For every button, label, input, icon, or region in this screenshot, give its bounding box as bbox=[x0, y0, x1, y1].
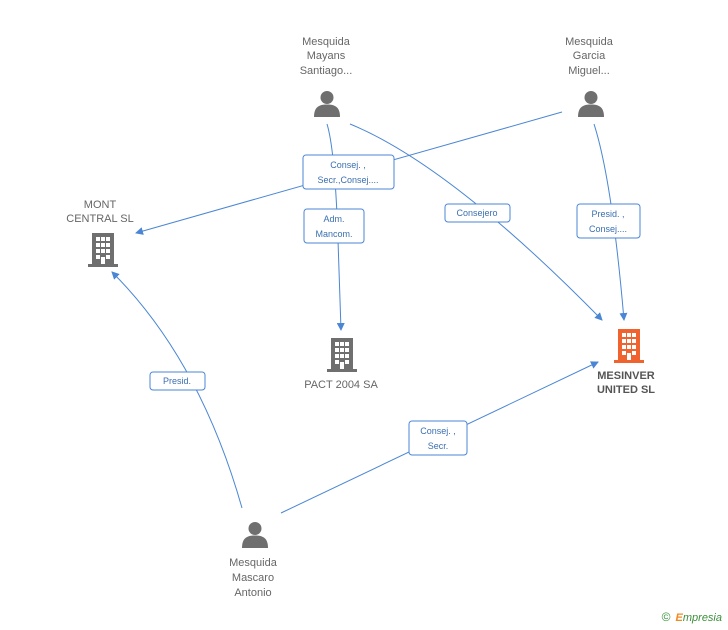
edge-label-e4[interactable]: Presid. , Consej.... bbox=[576, 203, 641, 239]
edge-label-e6-line1: Consej. , bbox=[420, 426, 456, 436]
edge-label-e3-line1: Consejero bbox=[456, 208, 497, 218]
edge-label-e1[interactable]: Consej. , Secr.,Consej.... bbox=[302, 154, 395, 190]
node-garcia-label-2: Garcia bbox=[573, 50, 606, 62]
node-mont[interactable]: MONT CENTRAL SL bbox=[66, 199, 134, 267]
node-mascaro[interactable]: Mesquida Mascaro Antonio bbox=[229, 522, 278, 599]
brand-name: mpresia bbox=[682, 612, 722, 624]
edge-label-e3[interactable]: Consejero bbox=[444, 203, 511, 223]
node-mesinver[interactable]: MESINVER UNITED SL bbox=[597, 329, 655, 396]
edge-label-e1-line1: Consej. , bbox=[330, 160, 366, 170]
node-mayans-label-2: Mayans bbox=[307, 50, 346, 62]
building-icon bbox=[614, 329, 644, 363]
edge-label-e4-line1: Presid. , bbox=[591, 209, 624, 219]
edge-label-e5-line1: Presid. bbox=[163, 376, 191, 386]
node-mayans-label-1: Mesquida bbox=[302, 36, 351, 48]
edge-label-e6-line2: Secr. bbox=[428, 441, 449, 451]
node-pact[interactable]: PACT 2004 SA bbox=[304, 338, 378, 391]
person-icon bbox=[242, 522, 268, 548]
brand-initial: E bbox=[675, 612, 683, 624]
person-icon bbox=[578, 91, 604, 117]
node-mayans-label-3: Santiago... bbox=[300, 65, 353, 77]
node-mont-label-2: CENTRAL SL bbox=[66, 213, 133, 225]
copyright-icon: © bbox=[661, 610, 671, 624]
node-mont-label-1: MONT bbox=[84, 199, 117, 211]
node-mesinver-label-2: UNITED SL bbox=[597, 384, 655, 396]
edge-label-e2-line1: Adm. bbox=[323, 214, 344, 224]
node-mascaro-label-1: Mesquida bbox=[229, 557, 278, 569]
node-pact-label-1: PACT 2004 SA bbox=[304, 379, 378, 391]
building-icon bbox=[88, 233, 118, 267]
node-garcia[interactable]: Mesquida Garcia Miguel... bbox=[565, 36, 614, 117]
brand-credit: © Empresia bbox=[662, 610, 722, 624]
edge-label-e2[interactable]: Adm. Mancom. bbox=[303, 208, 365, 244]
edge-mayans-mesinver[interactable] bbox=[349, 123, 603, 321]
node-garcia-label-1: Mesquida bbox=[565, 36, 614, 48]
node-mayans[interactable]: Mesquida Mayans Santiago... bbox=[300, 36, 353, 117]
edge-garcia-mesinver[interactable] bbox=[593, 123, 628, 321]
node-mesinver-label-1: MESINVER bbox=[597, 370, 655, 382]
person-icon bbox=[314, 91, 340, 117]
node-mascaro-label-2: Mascaro bbox=[232, 572, 274, 584]
edge-label-e6[interactable]: Consej. , Secr. bbox=[408, 420, 468, 456]
edge-label-e1-line2: Secr.,Consej.... bbox=[317, 175, 378, 185]
edge-label-e2-line2: Mancom. bbox=[315, 229, 352, 239]
node-garcia-label-3: Miguel... bbox=[568, 65, 610, 77]
node-mascaro-label-3: Antonio bbox=[234, 587, 271, 599]
edge-label-e4-line2: Consej.... bbox=[589, 224, 627, 234]
edge-label-e5[interactable]: Presid. bbox=[149, 371, 206, 391]
building-icon bbox=[327, 338, 357, 372]
